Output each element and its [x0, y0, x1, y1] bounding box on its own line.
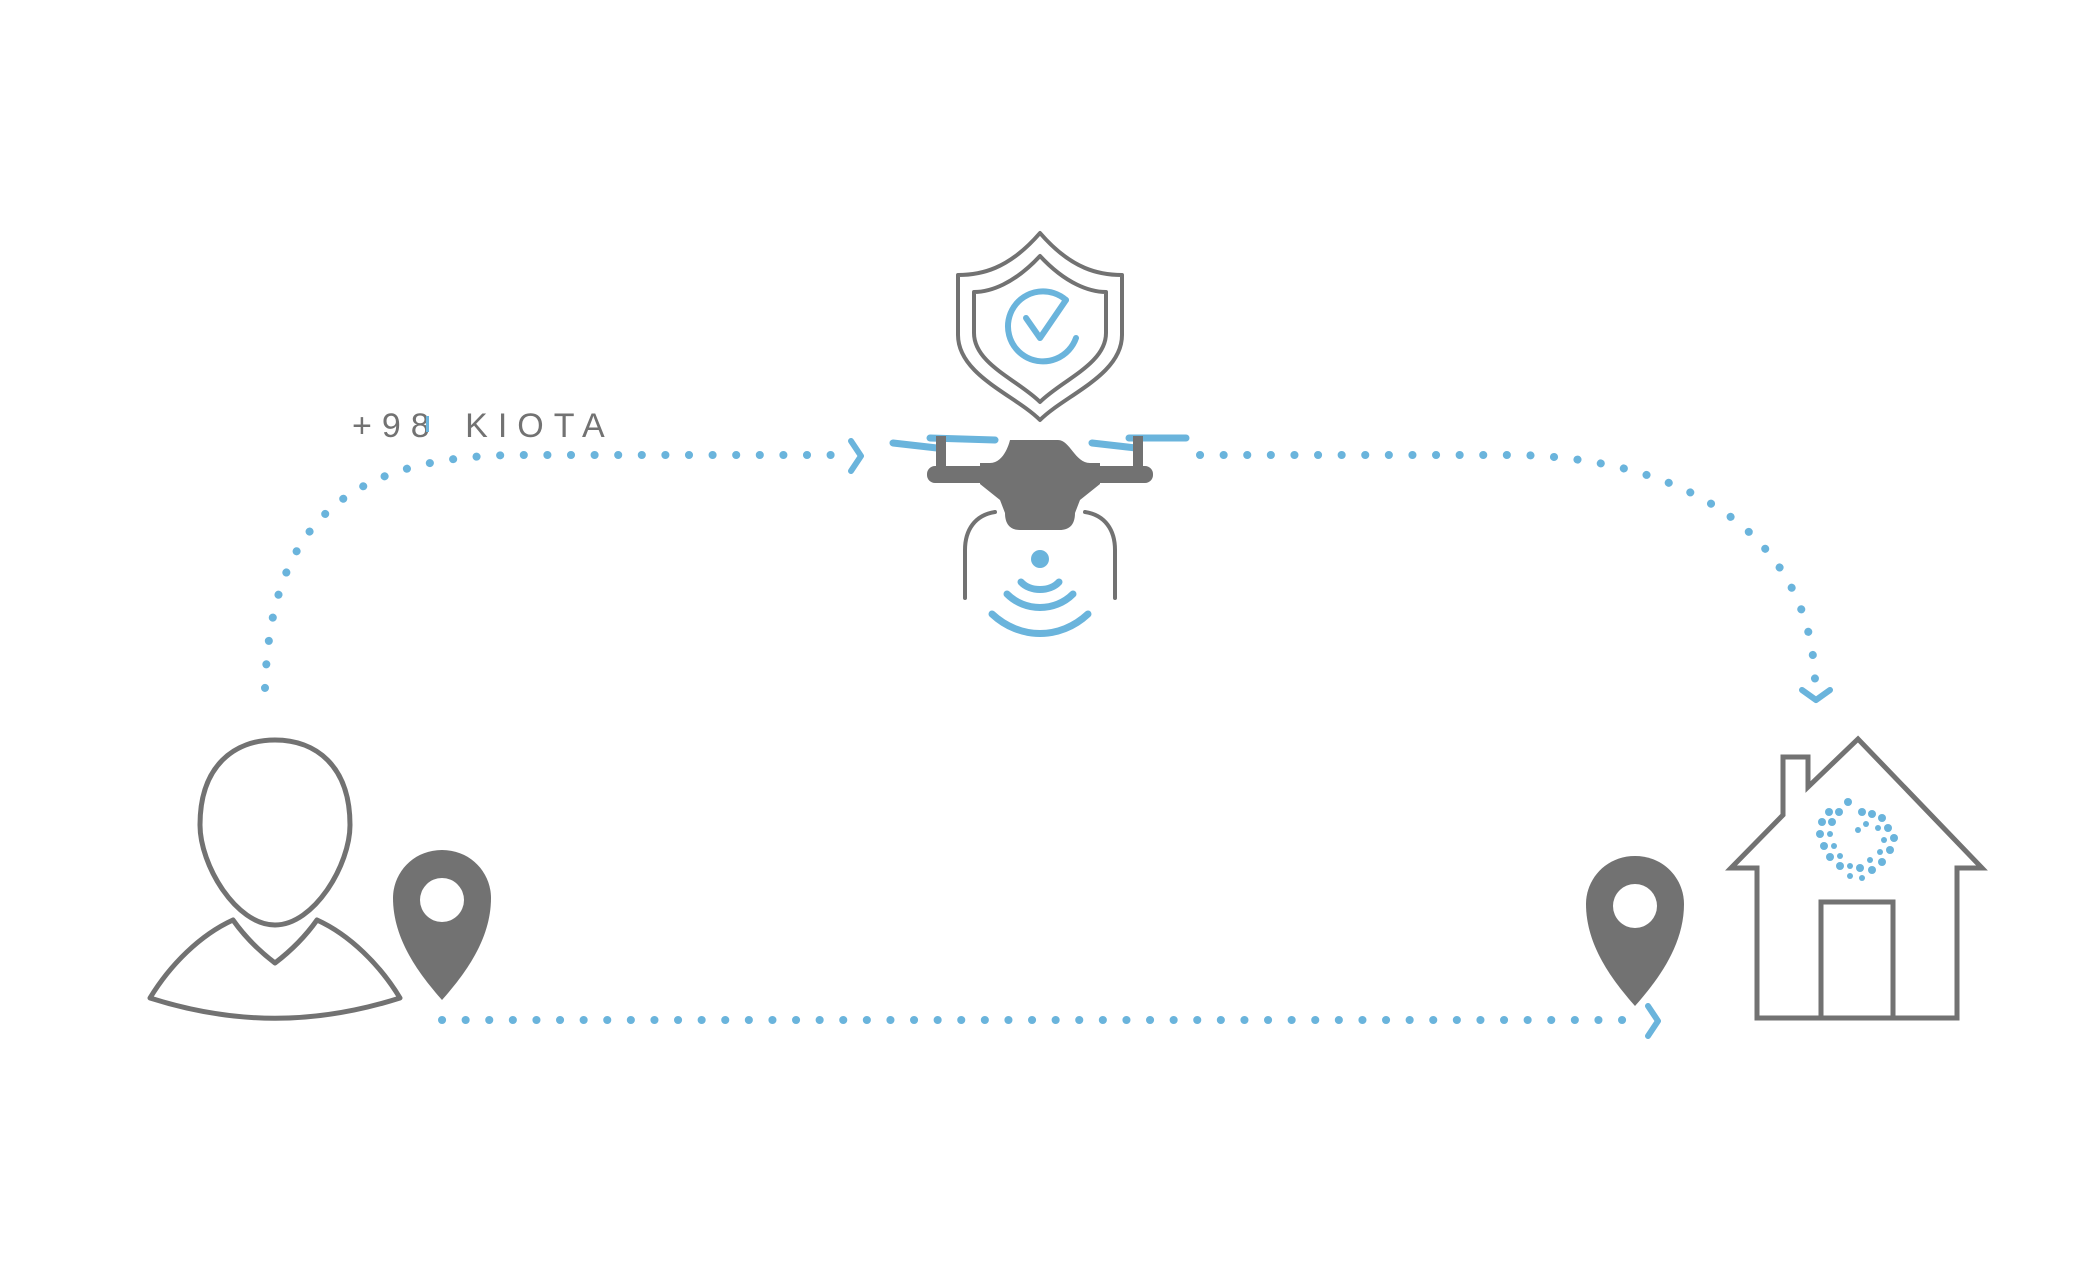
payment-currency: KIOTA	[465, 407, 615, 445]
wireless-signal-icon	[988, 550, 1092, 637]
location-pin-icon	[1586, 856, 1684, 1006]
connector-location-to-location	[438, 1003, 1661, 1039]
shield-check-icon	[956, 231, 1124, 422]
arrowhead-right-icon	[848, 438, 864, 474]
iota-logo-icon	[1816, 798, 1898, 881]
connector-drone-to-house	[1196, 451, 1833, 703]
connector-person-to-drone	[261, 438, 864, 692]
payment-amount: +98	[352, 407, 440, 445]
payment-separator	[426, 416, 429, 432]
arrowhead-down-icon	[1799, 687, 1833, 703]
drone-icon	[889, 434, 1190, 600]
dotted-path-person-to-drone	[261, 451, 846, 692]
dotted-path-drone-to-house	[1196, 451, 1819, 684]
arrowhead-right-icon	[1645, 1003, 1661, 1039]
house-icon	[1725, 735, 1988, 1021]
person-icon	[147, 737, 403, 1021]
location-pin-icon	[393, 850, 491, 1000]
payment-label: +98 KIOTA	[352, 407, 615, 445]
